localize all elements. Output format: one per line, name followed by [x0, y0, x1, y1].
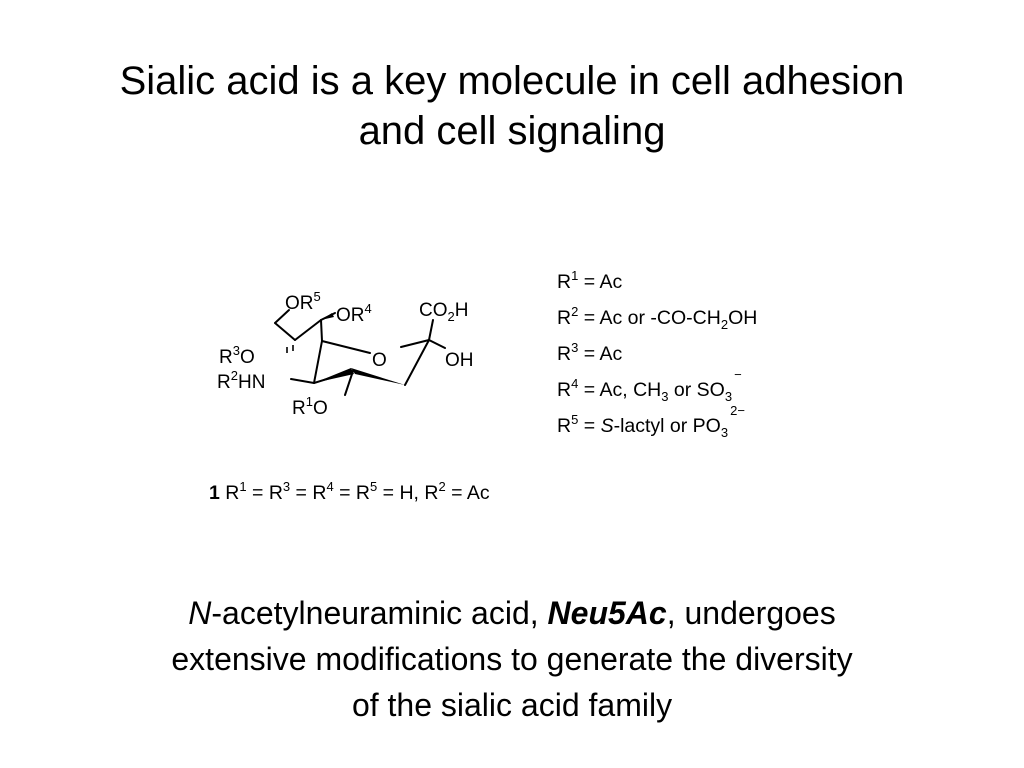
neu5ac-structure-diagram: OR5 OR4 CO2H R3O O OH R2HN R1O [217, 289, 474, 419]
compound-1-definition: 1 R1 = R3 = R4 = R5 = H, R2 = Ac [209, 479, 490, 504]
label-or4: OR4 [336, 301, 372, 326]
r-group-row-2: R2 = Ac or -CO-CH2OH [557, 304, 758, 332]
r-group-row-4: R4 = Ac, CH3 or SO3− [557, 367, 742, 404]
r-group-row-1: R1 = Ac [557, 268, 623, 293]
title-line-1: Sialic acid is a key molecule in cell ad… [119, 59, 905, 103]
label-ring-oxygen: O [372, 350, 387, 371]
label-r3o: R3O [219, 343, 255, 368]
bond-c9-or5 [274, 309, 290, 324]
label-r1o: R1O [292, 394, 328, 419]
bond-c2-co2h [428, 319, 434, 341]
r-group-row-5: R5 = S-lactyl or PO32− [557, 403, 745, 440]
bond-c2-oh [428, 339, 446, 349]
caption-line-3: of the sialic acid family [351, 687, 673, 723]
r-group-definitions: R1 = Ac R2 = Ac or -CO-CH2OH R3 = Ac R4 … [557, 264, 757, 444]
caption-line-2: extensive modifications to generate the … [171, 641, 853, 677]
slide-title: Sialic acid is a key molecule in cell ad… [0, 56, 1024, 156]
bond-c4-or1 [344, 370, 354, 396]
bond-c5-c6 [313, 340, 323, 384]
slide-caption: N-acetylneuraminic acid, Neu5Ac, undergo… [0, 590, 1024, 728]
bond-c5-c4-wedge [314, 368, 354, 383]
bond-c7-wedge [321, 313, 334, 320]
label-co2h: CO2H [419, 300, 468, 324]
bond-c3-c4-wedge [351, 368, 405, 385]
label-oh: OH [445, 350, 474, 371]
caption-line-1: N-acetylneuraminic acid, Neu5Ac, undergo… [188, 595, 836, 631]
bond-c2-c3 [404, 339, 430, 386]
bond-c7-c8 [294, 319, 322, 341]
bond-c8-c9 [274, 322, 296, 341]
bond-c6-c7 [320, 319, 323, 342]
title-line-2: and cell signaling [358, 109, 666, 153]
bond-c6-ring-o [321, 340, 371, 354]
label-r2hn: R2HN [217, 368, 265, 393]
label-or5: OR5 [285, 289, 321, 314]
bond-c8-or3-hashed [286, 345, 294, 353]
compound-number: 1 [209, 482, 220, 504]
r-group-row-3: R3 = Ac [557, 340, 623, 365]
bond-c5-nh [290, 378, 315, 384]
bond-ring-o-c2 [400, 339, 430, 348]
